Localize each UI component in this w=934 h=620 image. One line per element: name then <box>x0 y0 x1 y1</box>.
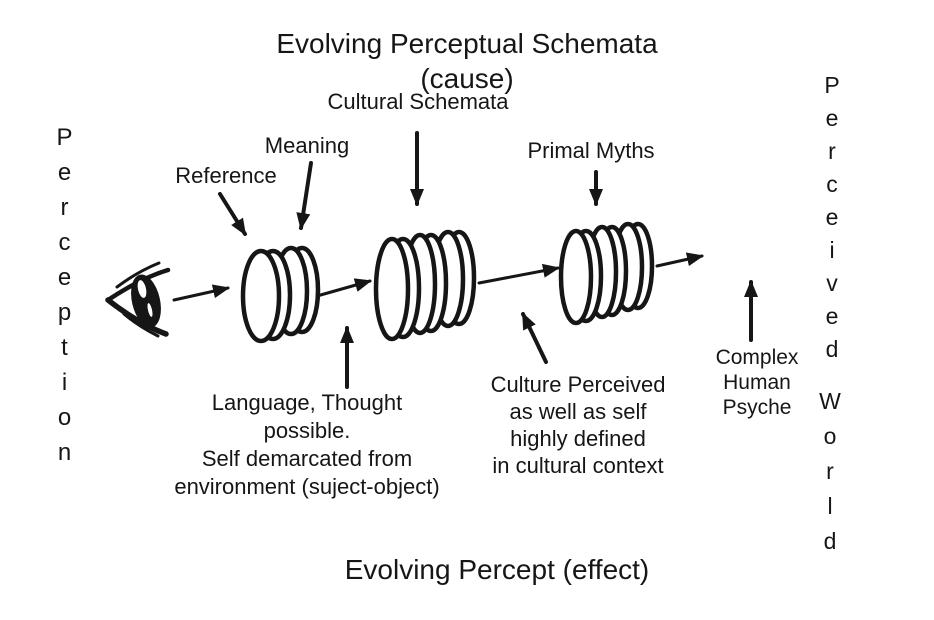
arrow-reference-pointer <box>218 192 247 236</box>
right-axis-perceived: Perceived <box>819 72 845 369</box>
annotation-culture-perceived: Culture Perceived as well as self highly… <box>490 372 666 478</box>
eye-icon <box>105 261 171 338</box>
right-axis-world: World <box>817 388 843 563</box>
left-axis-perception: Perception <box>51 124 78 474</box>
arrow-stage3-output <box>655 252 704 268</box>
schema-disc-group-3 <box>558 221 655 326</box>
schema-disc-group-1 <box>240 245 321 344</box>
label-meaning: Meaning <box>264 133 350 158</box>
label-reference: Reference <box>175 163 277 188</box>
arrow-stage2-to-stage3 <box>477 263 560 285</box>
schema-disc-group-2 <box>373 229 477 342</box>
annotation-language-thought: Language, Thought possible. Self demarca… <box>174 390 440 499</box>
annotation-complex-human-psyche: Complex Human Psyche <box>715 346 799 419</box>
label-primal-myths: Primal Myths <box>527 138 655 163</box>
arrow-culture-perceived-pointer <box>521 312 548 364</box>
diagram-title-top: Evolving Perceptual Schemata (cause) <box>276 28 658 94</box>
arrow-eye-to-stage1 <box>172 284 230 302</box>
label-cultural-schemata: Cultural Schemata <box>327 89 509 114</box>
arrow-stage1-to-stage2 <box>315 278 372 298</box>
arrow-meaning-pointer <box>296 161 313 230</box>
diagram-title-bottom: Evolving Percept (effect) <box>344 554 650 585</box>
